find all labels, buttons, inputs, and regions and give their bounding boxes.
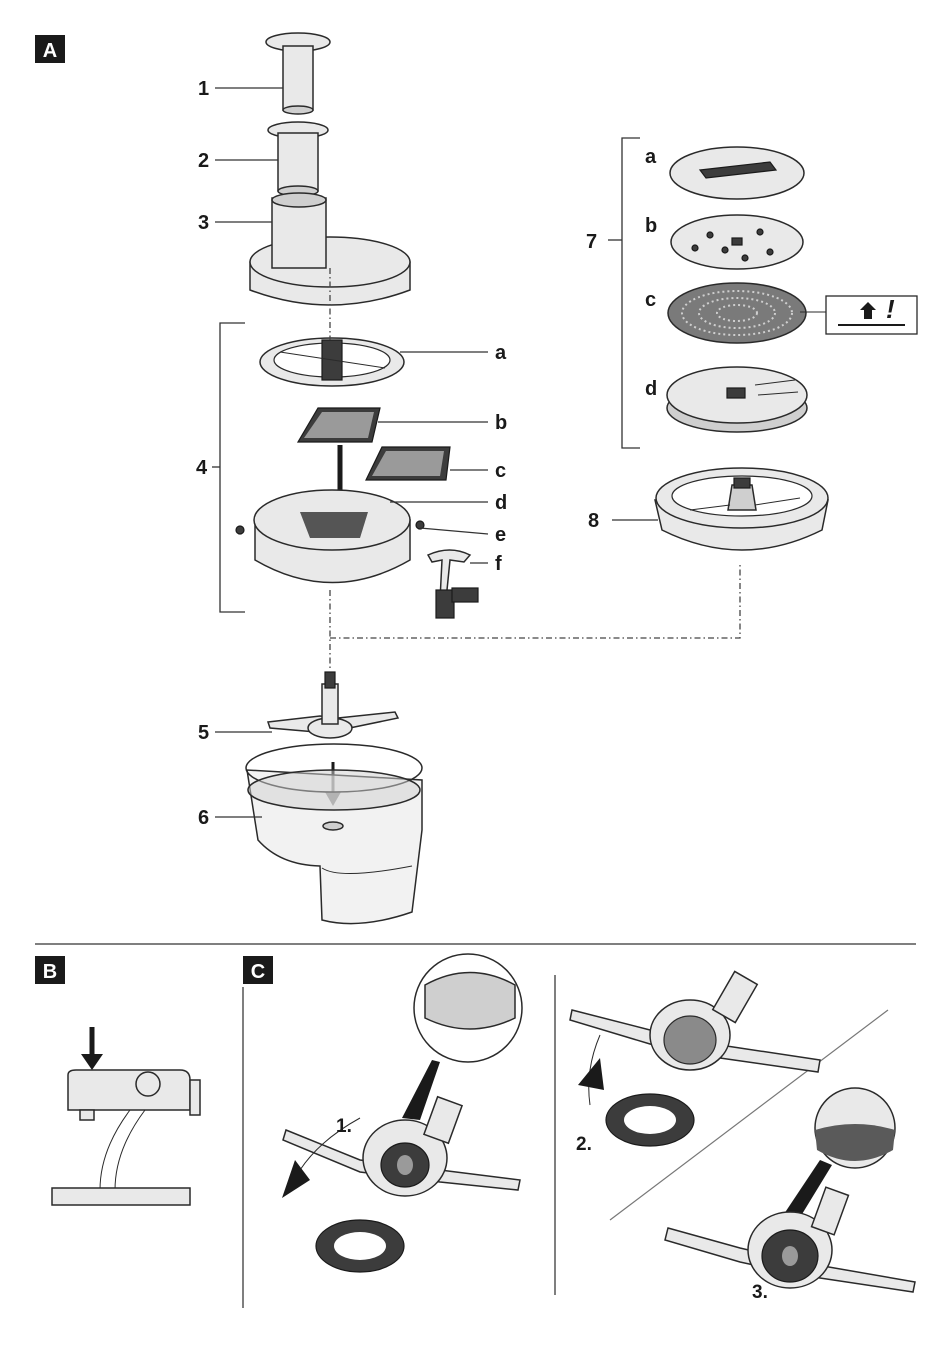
label-7c: c bbox=[645, 289, 656, 311]
section-a-badge: A bbox=[35, 35, 65, 63]
label-4e: e bbox=[495, 524, 506, 546]
label-7: 7 bbox=[586, 231, 597, 253]
step-3-label: 3. bbox=[752, 1282, 768, 1303]
step-1-label: 1. bbox=[336, 1116, 352, 1137]
dicing-grid bbox=[298, 408, 380, 442]
pusher-large bbox=[268, 122, 328, 196]
step-1-illustration bbox=[282, 954, 522, 1272]
grating-disc-fine bbox=[668, 283, 806, 343]
section-a-label: A bbox=[43, 40, 57, 62]
label-7d: d bbox=[645, 378, 657, 400]
step-3-illustration bbox=[665, 1088, 915, 1292]
grating-disc-reversible bbox=[667, 367, 807, 432]
label-4: 4 bbox=[196, 457, 208, 479]
arrow-down-icon bbox=[81, 1054, 103, 1070]
dicing-ring bbox=[260, 338, 404, 386]
label-7a: a bbox=[645, 146, 657, 168]
section-b-label: B bbox=[43, 961, 57, 983]
grating-disc-coarse bbox=[671, 215, 803, 269]
blade-knife bbox=[268, 672, 398, 738]
label-3: 3 bbox=[198, 212, 209, 234]
section-c-label: C bbox=[251, 961, 265, 983]
label-4c: c bbox=[495, 460, 506, 482]
kitchen-machine-figure bbox=[52, 1027, 200, 1205]
step-2-label: 2. bbox=[576, 1134, 592, 1155]
label-7b: b bbox=[645, 215, 657, 237]
slicing-disc bbox=[670, 147, 804, 199]
arrow-rotate-icon bbox=[282, 1160, 310, 1198]
label-8: 8 bbox=[588, 510, 599, 532]
section-b-badge: B bbox=[35, 956, 65, 984]
section-c-badge: C bbox=[243, 956, 273, 984]
label-1: 1 bbox=[198, 78, 209, 100]
step-2-illustration bbox=[570, 971, 820, 1146]
label-5: 5 bbox=[198, 722, 209, 744]
label-4f: f bbox=[495, 553, 502, 575]
label-4b: b bbox=[495, 412, 507, 434]
pusher-small bbox=[266, 33, 330, 114]
processing-bowl bbox=[246, 744, 422, 924]
disc-holder bbox=[655, 468, 828, 550]
warning-callout: ! bbox=[800, 294, 917, 334]
label-2: 2 bbox=[198, 150, 209, 172]
label-4d: d bbox=[495, 492, 507, 514]
exclamation-icon: ! bbox=[886, 294, 895, 324]
lid-with-feed-tube bbox=[250, 193, 410, 305]
chip-grid bbox=[366, 447, 450, 480]
dicing-base bbox=[236, 490, 424, 583]
label-4a: a bbox=[495, 342, 507, 364]
cleaning-tool bbox=[428, 550, 478, 618]
label-6: 6 bbox=[198, 807, 209, 829]
